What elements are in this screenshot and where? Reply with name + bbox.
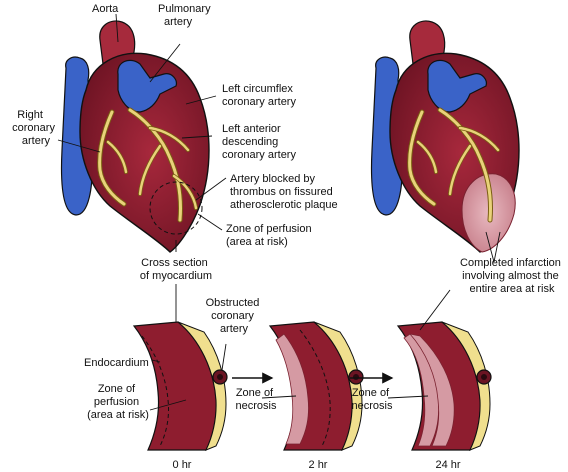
- label-cross-section: Cross section of myocardium: [140, 257, 212, 282]
- cross-section-0hr: [132, 321, 228, 451]
- coronary-arteries-right: [407, 107, 500, 223]
- heart-body-icon: [79, 52, 210, 253]
- perfusion-line-2hr: [299, 329, 331, 447]
- label-zone-of-perfusion-heart: Zone of perfusion (area at risk): [226, 223, 315, 248]
- time-label-24hr: 24 hr: [435, 459, 460, 471]
- label-pulmonary-artery: Pulmonary artery: [158, 3, 214, 28]
- label-artery-blocked: Artery blocked by thrombus on fissured a…: [230, 173, 338, 211]
- heart-right: [370, 20, 520, 253]
- time-label-2hr: 2 hr: [309, 459, 328, 471]
- coronary-arteries-left: [97, 107, 198, 223]
- label-endocardium: Endocardium: [84, 357, 149, 369]
- label-zone-of-necrosis-2hr: Zone of necrosis: [236, 387, 277, 412]
- zone-of-perfusion-marker: [149, 181, 203, 235]
- heart-left: [60, 20, 210, 253]
- artery-lumen-24hr: [481, 374, 487, 380]
- time-label-0hr: 0 hr: [173, 459, 192, 471]
- label-left-circumflex: Left circumflex coronary artery: [222, 83, 296, 108]
- label-aorta: Aorta: [92, 3, 119, 15]
- cross-section-2hr: [268, 321, 364, 451]
- artery-lumen-2hr: [353, 374, 359, 380]
- leader-lines: [57, 13, 501, 411]
- necrosis-zone-2hr-icon: [275, 333, 309, 445]
- label-obstructed-artery: Obstructed coronary artery: [206, 297, 263, 335]
- label-zone-of-necrosis-24hr: Zone of necrosis: [352, 387, 393, 412]
- label-left-anterior-descending: Left anterior descending coronary artery: [222, 123, 296, 161]
- artery-lumen-0hr: [217, 374, 223, 380]
- necrosis-zone-24hr-icon: [403, 333, 455, 447]
- label-zone-of-perfusion-section: Zone of perfusion (area at risk): [87, 383, 149, 421]
- label-completed-infarction: Completed infarction involving almost th…: [460, 257, 564, 295]
- cross-section-24hr: [396, 321, 492, 451]
- label-right-coronary: Right coronary artery: [12, 109, 58, 147]
